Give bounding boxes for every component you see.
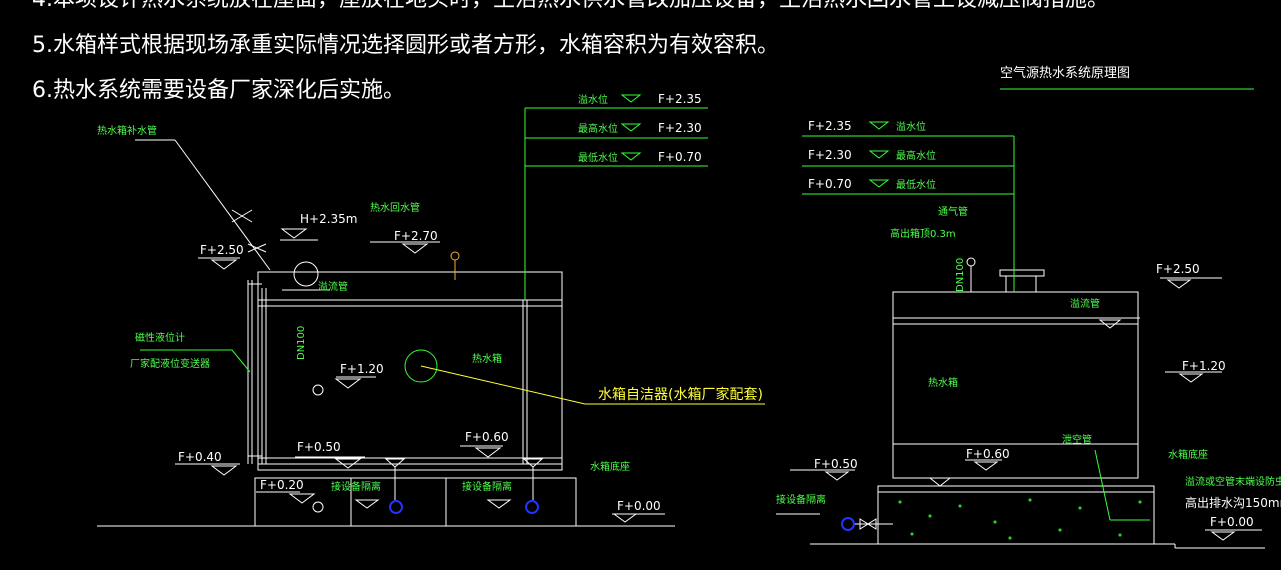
r-max-label: 最高水位 xyxy=(896,149,936,162)
level-transmitter-label: 厂家配液位变送器 xyxy=(130,357,210,370)
note-line-6: 6.热水系统需要设备厂家深化后实施。 xyxy=(32,78,405,103)
drain-valve-icon-2 xyxy=(525,500,539,514)
h-level-label: H+2.35m xyxy=(300,212,358,226)
r-tank-base-label: 水箱底座 xyxy=(1168,448,1208,461)
r-overflow-value: F+2.35 xyxy=(808,119,852,133)
diagram-title: 空气源热水系统原理图 xyxy=(1000,65,1130,81)
f000-label-left: F+0.00 xyxy=(617,499,661,513)
sensor-icon xyxy=(450,251,460,261)
f050-label: F+0.50 xyxy=(297,440,341,454)
note-line-4: 4.本项设计热水系统放在屋面，屋放在地头时，生活热水供水管改加压设备，生活热水回… xyxy=(32,0,1109,12)
level-gauge-label: 磁性液位计 xyxy=(135,331,185,344)
overflow-note-1: 溢流或空管末端设防虫网 xyxy=(1185,475,1281,488)
r-f250-label: F+2.50 xyxy=(1156,262,1200,276)
self-cleaner-label: 水箱自洁器(水箱厂家配套) xyxy=(598,386,763,403)
f120-label: F+1.20 xyxy=(340,362,384,376)
max-level-label: 最高水位 xyxy=(578,122,618,135)
min-level-value: F+0.70 xyxy=(658,150,702,164)
vent-pipe-label: 通气管 xyxy=(938,205,968,218)
r-f050-label: F+0.50 xyxy=(814,457,858,471)
f040-label: F+0.40 xyxy=(178,450,222,464)
gate-valve-icon xyxy=(859,518,869,530)
tank-base-label: 水箱底座 xyxy=(590,460,630,473)
r-overflow-label: 溢水位 xyxy=(896,120,926,133)
r-drain-pipe-label: 泄空管 xyxy=(1062,433,1092,446)
max-level-value: F+2.30 xyxy=(658,121,702,135)
r-min-value: F+0.70 xyxy=(808,177,852,191)
min-level-label: 最低水位 xyxy=(578,151,618,164)
drain-label-2: 接设备隔离 xyxy=(462,480,512,493)
r-max-value: F+2.30 xyxy=(808,148,852,162)
r-overflow-pipe-label: 溢流管 xyxy=(1070,297,1100,310)
vent-height-label: 高出箱顶0.3m xyxy=(890,227,956,240)
r-drain-connect-label: 接设备隔离 xyxy=(776,493,826,506)
r-f060-label: F+0.60 xyxy=(966,447,1010,461)
f020-label: F+0.20 xyxy=(260,478,304,492)
dn100-label: DN100 xyxy=(296,326,307,360)
f060-label: F+0.60 xyxy=(465,430,509,444)
tank-name-label: 热水箱 xyxy=(472,352,502,365)
r-f000-label: F+0.00 xyxy=(1210,515,1254,529)
overflow-note-2: 高出排水沟150mm xyxy=(1185,495,1281,510)
overflow-level-value: F+2.35 xyxy=(658,92,702,106)
drain-pump-icon xyxy=(841,517,855,531)
drain-label-1: 接设备隔离 xyxy=(331,480,381,493)
overflow-pipe-label: 溢流管 xyxy=(318,280,348,293)
f250-label: F+2.50 xyxy=(200,243,244,257)
right-green-lines xyxy=(802,121,1150,540)
r-min-label: 最低水位 xyxy=(896,178,936,191)
left-green-lines xyxy=(140,94,708,383)
right-diagram xyxy=(776,257,1265,549)
r-f120-label: F+1.20 xyxy=(1182,359,1226,373)
return-pipe-label: 热水回水管 xyxy=(370,201,420,214)
left-diagram xyxy=(97,139,675,527)
overflow-level-label: 溢水位 xyxy=(578,93,608,106)
r-dn100-label: DN100 xyxy=(955,258,966,292)
note-line-5: 5.水箱样式根据现场承重实际情况选择圆形或者方形，水箱容积为有效容积。 xyxy=(32,33,779,58)
r-tank-name-label: 热水箱 xyxy=(928,376,958,389)
self-cleaner-leader xyxy=(420,365,586,405)
drain-valve-icon xyxy=(389,500,403,514)
inlet-pipe-label: 热水箱补水管 xyxy=(97,124,157,137)
f270-label: F+2.70 xyxy=(394,229,438,243)
